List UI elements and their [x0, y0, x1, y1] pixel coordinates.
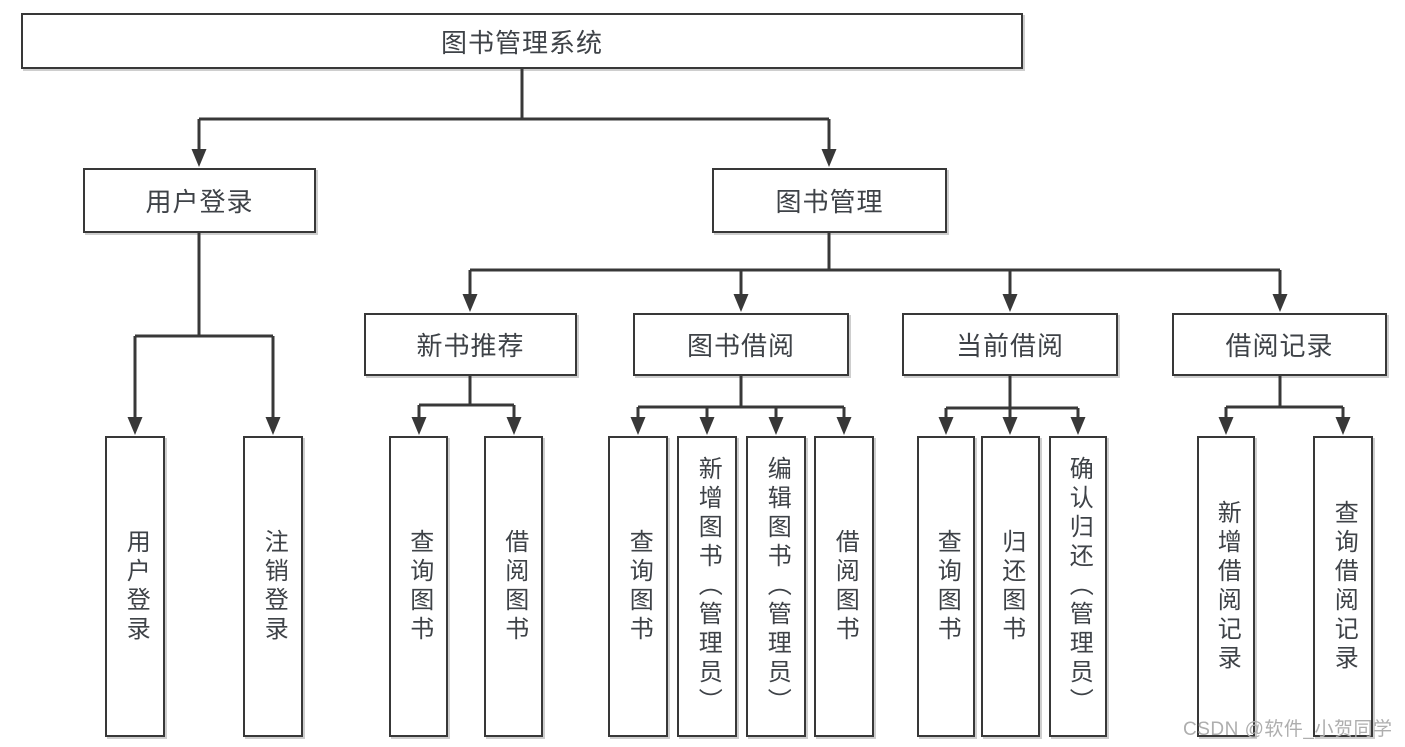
arrowhead-icon	[506, 417, 522, 435]
edge-userlogin-to-leaves	[133, 233, 275, 418]
leaf-borrowing-query-books-label: 查询图书	[625, 528, 653, 645]
leaf-logout-login-label: 注销登录	[260, 528, 288, 645]
leaf-current-query-books-label: 查询图书	[933, 528, 961, 645]
arrowhead-icon	[1070, 417, 1086, 435]
arrowhead-icon	[733, 294, 749, 312]
arrowhead-icon	[191, 149, 207, 167]
leaf-borrowing-borrow-books: 借阅图书	[814, 436, 874, 737]
arrowhead-icon	[1002, 417, 1018, 435]
leaf-current-confirm-return-admin: 确认归还（管理员）	[1049, 436, 1107, 737]
arrowhead-icon	[1272, 294, 1288, 312]
node-current-borrowing: 当前借阅	[902, 313, 1118, 376]
node-book-borrowing-label: 图书借阅	[686, 331, 795, 361]
leaf-recommend-borrow-books-label: 借阅图书	[500, 528, 528, 645]
leaf-user-login: 用户登录	[105, 436, 165, 737]
arrowhead-icon	[836, 417, 852, 435]
node-library-system: 图书管理系统	[21, 13, 1023, 69]
leaf-recommend-query-books: 查询图书	[389, 436, 448, 737]
arrowhead-icon	[938, 417, 954, 435]
arrowhead-icon	[699, 417, 715, 435]
leaf-borrowing-edit-books-admin: 编辑图书（管理员）	[746, 436, 806, 737]
leaf-borrowing-add-books-admin-label: 新增图书（管理员）	[694, 456, 722, 717]
arrowhead-icon	[411, 417, 427, 435]
leaf-current-query-books: 查询图书	[917, 436, 975, 737]
csdn-watermark: CSDN @软件_小贺同学	[1183, 719, 1393, 740]
leaf-records-query-borrow-record-label: 查询借阅记录	[1330, 499, 1358, 674]
node-borrowing-records-label: 借阅记录	[1225, 331, 1334, 361]
edge-borrowing-to-leaves	[636, 376, 846, 418]
leaf-current-return-books-label: 归还图书	[997, 528, 1025, 645]
edge-root-to-level2	[197, 69, 831, 150]
node-borrowing-records: 借阅记录	[1172, 313, 1387, 376]
node-current-borrowing-label: 当前借阅	[955, 331, 1064, 361]
arrowhead-icon	[462, 294, 478, 312]
arrowhead-icon	[1002, 294, 1018, 312]
arrowhead-icon	[265, 417, 281, 435]
arrowhead-icon	[630, 417, 646, 435]
leaf-current-confirm-return-admin-label: 确认归还（管理员）	[1065, 456, 1093, 717]
leaf-records-query-borrow-record: 查询借阅记录	[1313, 436, 1373, 737]
leaf-recommend-borrow-books: 借阅图书	[484, 436, 543, 737]
edge-records-to-leaves	[1224, 376, 1345, 418]
leaf-borrowing-query-books: 查询图书	[608, 436, 668, 737]
leaf-logout-login: 注销登录	[243, 436, 303, 737]
leaf-borrowing-add-books-admin: 新增图书（管理员）	[677, 436, 737, 737]
leaf-borrowing-borrow-books-label: 借阅图书	[831, 528, 859, 645]
node-book-management: 图书管理	[712, 168, 947, 233]
edge-bookmgmt-to-level3	[468, 233, 1282, 295]
arrowhead-icon	[821, 149, 837, 167]
arrow-heads	[127, 149, 1351, 435]
leaf-recommend-query-books-label: 查询图书	[405, 528, 433, 645]
arrowhead-icon	[1218, 417, 1234, 435]
leaf-records-add-borrow-record-label: 新增借阅记录	[1213, 499, 1241, 674]
edge-current-to-leaves	[944, 376, 1080, 418]
leaf-records-add-borrow-record: 新增借阅记录	[1197, 436, 1255, 737]
node-new-book-recommendation-label: 新书推荐	[416, 331, 525, 361]
arrowhead-icon	[768, 417, 784, 435]
node-book-borrowing: 图书借阅	[633, 313, 849, 376]
leaf-current-return-books: 归还图书	[981, 436, 1040, 737]
arrowhead-icon	[127, 417, 143, 435]
edge-lines	[133, 69, 1345, 418]
edge-recommend-to-leaves	[417, 376, 516, 418]
leaf-user-login-label: 用户登录	[122, 528, 150, 645]
leaf-borrowing-edit-books-admin-label: 编辑图书（管理员）	[763, 456, 791, 717]
node-book-management-label: 图书管理	[775, 187, 884, 217]
node-new-book-recommendation: 新书推荐	[364, 313, 577, 376]
arrowhead-icon	[1335, 417, 1351, 435]
node-user-login: 用户登录	[83, 168, 316, 233]
node-library-system-label: 图书管理系统	[440, 27, 603, 58]
node-user-login-label: 用户登录	[145, 187, 254, 217]
